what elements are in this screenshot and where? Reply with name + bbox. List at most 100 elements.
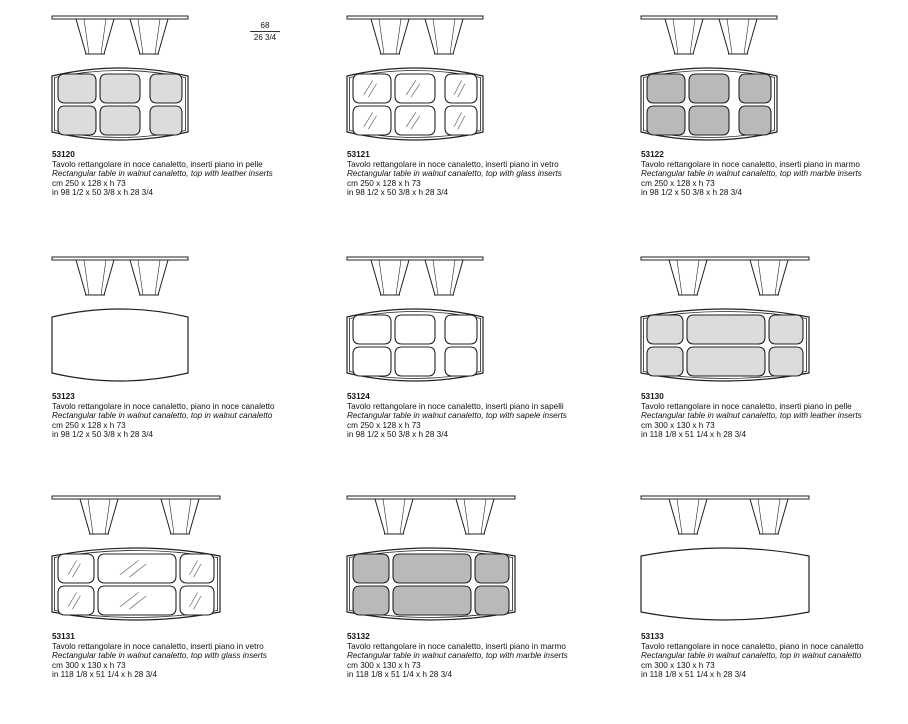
product-code: 53123 <box>52 392 75 401</box>
tabletop-elevation <box>51 495 221 500</box>
tabletop-edge <box>349 550 513 618</box>
table-leg <box>432 259 439 296</box>
table-leg <box>463 498 470 535</box>
top-insert <box>688 105 730 136</box>
product-caption: 53120 Tavolo rettangolare in noce canale… <box>52 150 273 198</box>
tabletop-edge <box>349 70 481 138</box>
glass-reflection <box>67 560 78 576</box>
table-leg <box>449 259 456 296</box>
tabletop-edge <box>54 70 186 138</box>
table-leg <box>399 498 406 535</box>
height-dimension: 68 26 3/4 <box>250 20 280 43</box>
top-insert <box>474 553 510 584</box>
description-en: Rectangular table in walnut canaletto, t… <box>52 169 273 179</box>
top-insert <box>99 73 141 104</box>
top-insert <box>97 553 177 584</box>
table-leg <box>100 18 107 55</box>
tabletop-edge <box>349 311 481 379</box>
glass-reflection <box>72 563 81 578</box>
table-leg <box>378 18 385 55</box>
table-leg <box>449 18 456 55</box>
tabletop-elevation <box>346 495 516 500</box>
table-leg <box>100 259 107 296</box>
top-insert <box>99 105 141 136</box>
tabletop-plan <box>640 547 810 621</box>
glass-reflection <box>410 83 421 98</box>
top-insert <box>352 553 390 584</box>
product-caption: 53124 Tavolo rettangolare in noce canale… <box>347 392 567 440</box>
top-insert <box>394 346 436 377</box>
table-leg <box>672 18 679 55</box>
top-insert <box>57 73 97 104</box>
product-caption: 53123 Tavolo rettangolare in noce canale… <box>52 392 275 440</box>
table-leg <box>137 259 144 296</box>
table-leg <box>185 498 192 535</box>
product-53122: 53122 Tavolo rettangolare in noce canale… <box>640 14 901 244</box>
product-caption: 53122 Tavolo rettangolare in noce canale… <box>641 150 862 198</box>
product-53130: 53130 Tavolo rettangolare in noce canale… <box>640 255 901 485</box>
dimension-inch: 26 3/4 <box>253 33 277 42</box>
tabletop-elevation <box>640 495 810 500</box>
tabletop-elevation <box>51 15 189 20</box>
dimensions-in: in 118 1/8 x 51 1/4 x h 28 3/4 <box>641 670 746 680</box>
dimensions-in: in 98 1/2 x 50 3/8 x h 28 3/4 <box>347 188 449 198</box>
glass-reflection <box>72 595 81 610</box>
table-leg <box>168 498 175 535</box>
table-leg <box>154 18 161 55</box>
top-insert <box>352 314 392 345</box>
table-leg <box>774 498 781 535</box>
table-drawing <box>640 15 778 141</box>
table-drawing <box>346 15 484 141</box>
dimensions-cm: cm 300 x 130 x h 73 <box>347 660 421 670</box>
dimensions-in: in 98 1/2 x 50 3/8 x h 28 3/4 <box>641 188 743 198</box>
top-insert <box>392 553 472 584</box>
glass-reflection <box>128 595 147 610</box>
glass-reflection <box>367 83 377 98</box>
dimensions-cm: cm 250 x 128 x h 73 <box>52 420 126 430</box>
description-it: Tavolo rettangolare in noce canaletto, i… <box>347 641 566 651</box>
top-insert <box>646 314 684 345</box>
top-insert <box>149 105 183 136</box>
glass-reflection <box>193 563 202 578</box>
table-leg <box>154 259 161 296</box>
tabletop-plan <box>51 308 189 382</box>
top-insert <box>738 105 772 136</box>
top-insert <box>149 73 183 104</box>
glass-reflection <box>363 80 374 96</box>
tabletop-edge <box>643 70 775 138</box>
description-en: Rectangular table in walnut canaletto, t… <box>347 651 568 661</box>
top-insert <box>394 105 436 136</box>
top-insert <box>444 73 478 104</box>
dimensions-in: in 98 1/2 x 50 3/8 x h 28 3/4 <box>52 188 154 198</box>
top-insert <box>474 585 510 616</box>
product-code: 53120 <box>52 150 75 159</box>
table-leg <box>395 259 402 296</box>
table-drawing <box>640 495 810 621</box>
description-it: Tavolo rettangolare in noce canaletto, i… <box>52 641 264 651</box>
glass-reflection <box>189 560 198 576</box>
glass-reflection <box>193 595 202 610</box>
top-insert <box>686 314 766 345</box>
description-en: Rectangular table in walnut canaletto, t… <box>347 169 562 179</box>
dimensions-cm: cm 300 x 130 x h 73 <box>641 660 715 670</box>
table-leg <box>689 18 696 55</box>
product-53120: 68 26 3/4 53120 Tavolo rettangolare in n… <box>51 14 312 244</box>
tabletop-elevation <box>346 256 484 261</box>
glass-reflection <box>128 563 147 578</box>
product-caption: 53132 Tavolo rettangolare in noce canale… <box>347 632 568 680</box>
dimensions-in: in 98 1/2 x 50 3/8 x h 28 3/4 <box>52 430 154 440</box>
glass-reflection <box>367 115 377 130</box>
glass-reflection <box>119 592 139 608</box>
description-en: Rectangular table in walnut canaletto, t… <box>52 411 273 421</box>
description-en: Rectangular table in walnut canaletto, t… <box>52 651 267 661</box>
tabletop-edge <box>54 550 218 618</box>
tabletop-elevation <box>640 15 778 20</box>
top-insert <box>444 105 478 136</box>
top-insert <box>688 73 730 104</box>
tabletop-edge <box>643 311 807 379</box>
top-insert <box>392 585 472 616</box>
table-leg <box>757 259 764 296</box>
glass-reflection <box>119 560 139 576</box>
table-drawing <box>346 256 484 382</box>
glass-reflection <box>453 80 462 96</box>
